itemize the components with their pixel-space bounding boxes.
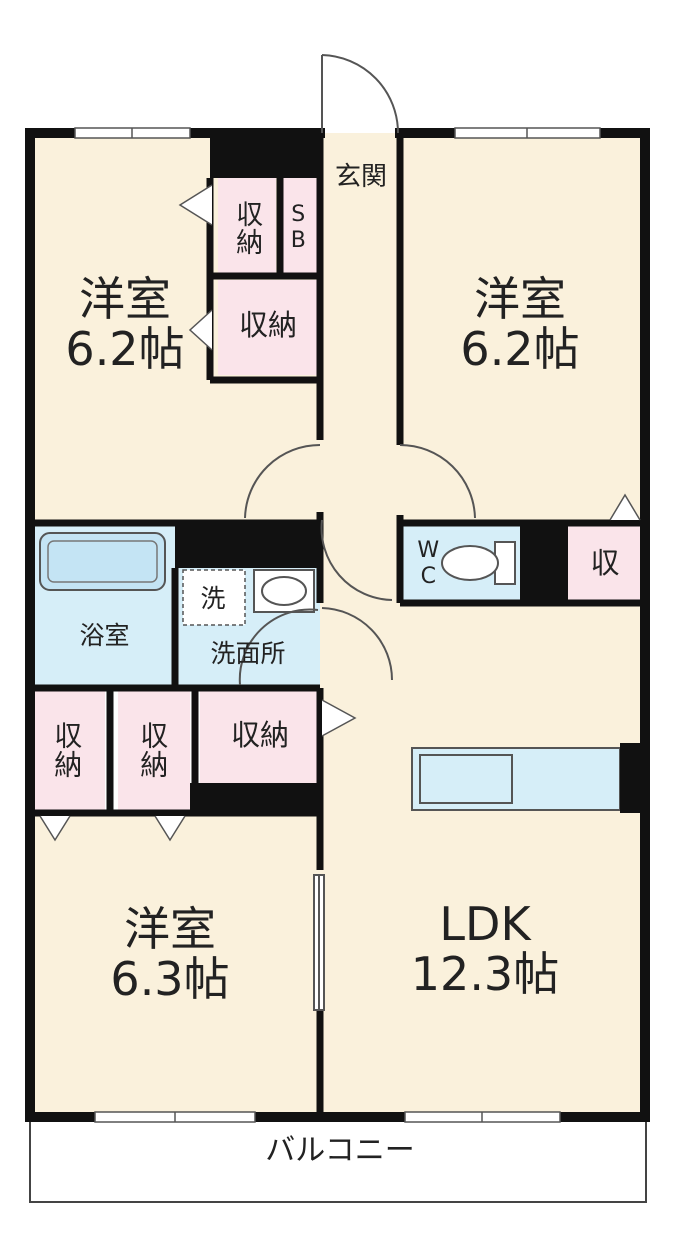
storage-right-label: 収 — [590, 546, 620, 580]
western-room-top-right-label: 洋室 6.2帖 — [440, 272, 600, 376]
balcony-area — [29, 1116, 647, 1203]
corridor-floor — [320, 133, 400, 603]
toilet-label: WC — [415, 538, 441, 590]
room-size: 6.2帖 — [460, 321, 580, 376]
washing-machine-pan — [182, 569, 246, 626]
western-room-bottom-floor — [30, 813, 320, 1117]
balcony-label: バルコニー — [265, 1133, 415, 1168]
storage-left-2-fill — [118, 690, 190, 810]
storage-left-2-label: 収納 — [136, 721, 170, 779]
storage-left-3-label: 収納 — [230, 718, 289, 752]
wall-block-bath — [175, 523, 320, 568]
bathroom-label: 浴室 — [79, 621, 130, 650]
wall-block-wc — [520, 523, 568, 603]
closet-doors — [39, 184, 641, 842]
washer-label: 洗 — [200, 584, 226, 613]
room-size: 6.3帖 — [110, 951, 230, 1006]
kitchen-counter — [411, 747, 621, 811]
room-name: LDK — [439, 897, 531, 951]
room-name: 洋室 — [79, 272, 171, 326]
shoe-box-fill — [282, 178, 318, 273]
entrance-label: 玄関 — [334, 162, 387, 192]
washroom-label: 洗面所 — [210, 639, 286, 668]
western-room-bottom-label: 洋室 6.3帖 — [95, 902, 245, 1006]
storage-top-small-fill — [218, 178, 276, 273]
storage-top-wide-label: 収納 — [238, 308, 297, 342]
western-room-top-left-label: 洋室 6.2帖 — [50, 272, 200, 376]
room-size: 12.3帖 — [410, 946, 560, 1001]
storage-left-1-fill — [30, 690, 105, 810]
storage-left-1-label: 収納 — [50, 721, 84, 779]
room-size: 6.2帖 — [65, 321, 185, 376]
room-name: 洋室 — [474, 272, 566, 326]
ldk-floor — [320, 603, 640, 1117]
storage-right-fill — [568, 525, 640, 603]
ldk-label: LDK 12.3帖 — [390, 897, 580, 1001]
room-doors — [238, 444, 476, 1011]
western-room-top-right-floor — [400, 133, 640, 523]
shoe-box-label: SB — [285, 202, 311, 254]
entrance-door — [321, 54, 399, 134]
storage-top-small-label: 収納 — [231, 200, 263, 256]
storage-left-3-fill — [200, 690, 320, 785]
kitchen-sink — [419, 754, 513, 804]
toilet-bowl — [441, 545, 499, 581]
bathtub — [39, 532, 166, 591]
room-name: 洋室 — [124, 902, 216, 956]
storage-top-wide-fill — [218, 280, 318, 375]
wall-block-storage — [190, 783, 320, 813]
window-mullions — [131, 128, 528, 1122]
kitchen-wall-block — [620, 743, 640, 813]
